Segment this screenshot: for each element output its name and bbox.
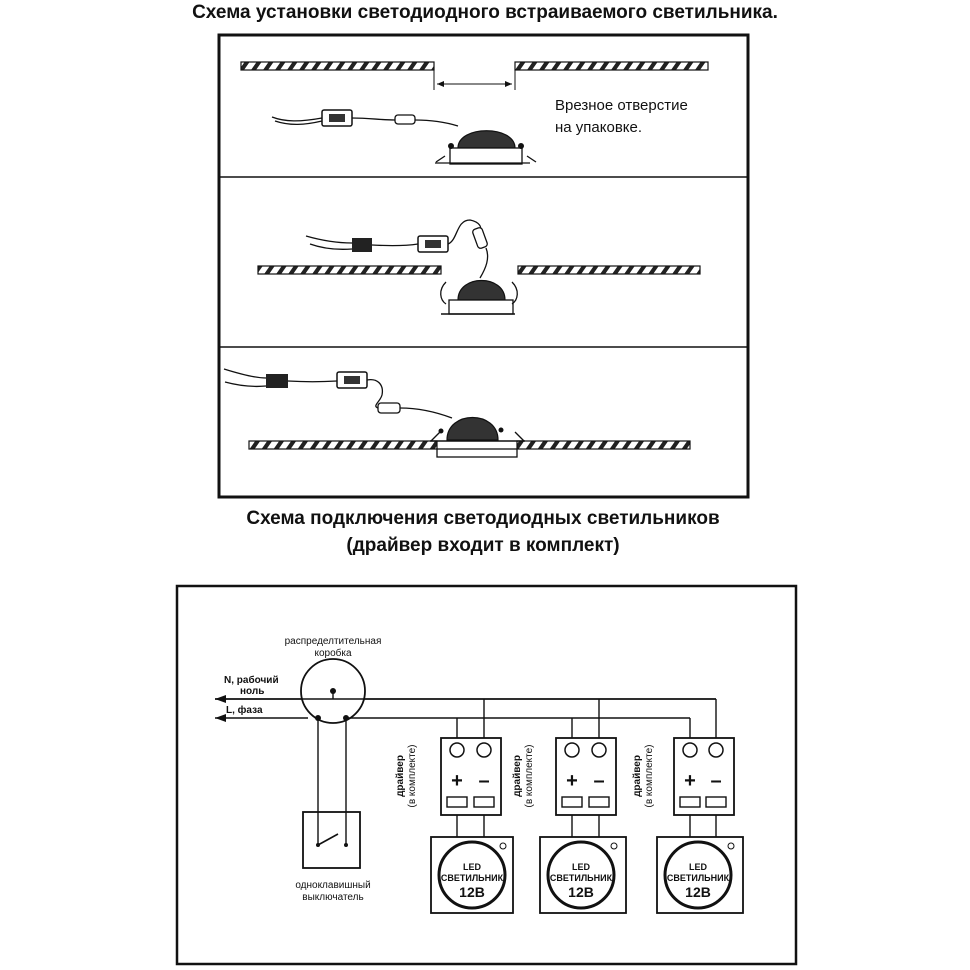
driver-unit-3: + – драйвер (в комплекте) LED СВЕТИЛЬНИК… <box>632 699 744 914</box>
driver-input-terminal <box>476 742 492 758</box>
driver-label-line2: (в комплекте) <box>644 744 655 807</box>
driver-output-terminal <box>679 796 701 808</box>
cutout-note-line1: Врезное отверстие <box>555 97 688 114</box>
ceiling-left-3 <box>248 440 438 450</box>
luminaire-2 <box>440 279 518 315</box>
driver-input-terminal <box>708 742 724 758</box>
ceiling-right-2 <box>517 265 701 275</box>
terminal-block-2 <box>352 238 372 252</box>
cutout-dimension <box>433 62 516 90</box>
connector-1 <box>394 114 416 125</box>
led-label-line1: LED <box>572 862 591 872</box>
luminaire-1 <box>435 130 537 165</box>
led-lamp <box>437 840 507 910</box>
driver-output-terminal <box>561 796 583 808</box>
switch-label-line2: выключатель <box>302 892 363 903</box>
led-voltage: 12В <box>685 884 711 900</box>
junction-box <box>215 658 716 724</box>
connector-2 <box>472 227 488 249</box>
neutral-label-line2: ноль <box>240 686 264 697</box>
install-title: Схема установки светодиодного встраиваем… <box>192 2 778 23</box>
driver-label-line2: (в комплекте) <box>407 744 418 807</box>
driver-unit-1: + – драйвер (в комплекте) LED СВЕТИЛЬНИК… <box>395 699 514 914</box>
led-lamp <box>546 840 616 910</box>
ceiling-left-1 <box>240 61 435 71</box>
driver-output-terminal <box>705 796 727 808</box>
led-label-line1: LED <box>463 862 482 872</box>
neutral-label-line1: N, рабочий <box>224 674 279 686</box>
wiring-title-line1: Схема подключения светодиодных светильни… <box>246 508 719 529</box>
led-label-line2: СВЕТИЛЬНИК <box>667 873 730 883</box>
driver-input-terminal <box>564 742 580 758</box>
ceiling-left-2 <box>257 265 442 275</box>
driver-input-terminal <box>449 742 465 758</box>
connector-3 <box>377 402 401 414</box>
driver-output-terminal <box>588 796 610 808</box>
led-lamp <box>663 840 733 910</box>
install-step-3 <box>223 368 691 458</box>
led-voltage: 12В <box>459 884 485 900</box>
driver-output-terminal <box>473 796 495 808</box>
driver-minus: – <box>593 770 604 792</box>
driver-plus: + <box>684 770 696 792</box>
driver-minus: – <box>710 770 721 792</box>
install-step-1: Врезное отверстие на упаковке. <box>240 61 709 165</box>
driver-unit-2: + – драйвер (в комплекте) LED СВЕТИЛЬНИК… <box>512 699 627 914</box>
driver-label-line2: (в комплекте) <box>524 744 535 807</box>
driver-output-terminal <box>446 796 468 808</box>
driver-label-line1: драйвер <box>512 755 523 797</box>
driver-label-1 <box>329 114 345 122</box>
driver-input-terminal <box>591 742 607 758</box>
driver-label-line1: драйвер <box>632 755 643 797</box>
junction-box-label-line1: распределтительная <box>285 636 382 647</box>
wiring-frame <box>175 584 798 966</box>
driver-input-terminal <box>682 742 698 758</box>
switch-label-line1: одноклавишный <box>295 880 370 891</box>
luminaire-3 <box>430 417 525 458</box>
wiring-title-line2: (драйвер входит в комплект) <box>346 535 619 556</box>
led-label-line1: LED <box>689 862 708 872</box>
phase-wire <box>215 714 308 722</box>
junction-box-label-line2: коробка <box>314 647 351 659</box>
ceiling-right-1 <box>514 61 709 71</box>
install-frame <box>217 33 750 499</box>
phase-label: L, фаза <box>226 704 263 716</box>
cutout-note-line2: на упаковке. <box>555 119 642 136</box>
driver-plus: + <box>451 770 463 792</box>
single-key-switch <box>302 811 361 869</box>
led-voltage: 12В <box>568 884 594 900</box>
ceiling-right-3 <box>516 440 691 450</box>
driver-label-line1: драйвер <box>395 755 406 797</box>
driver-plus: + <box>566 770 578 792</box>
install-step-2 <box>257 219 701 315</box>
led-label-line2: СВЕТИЛЬНИК <box>441 873 504 883</box>
driver-minus: – <box>478 770 489 792</box>
terminal-block-3 <box>266 374 288 388</box>
led-label-line2: СВЕТИЛЬНИК <box>550 873 613 883</box>
